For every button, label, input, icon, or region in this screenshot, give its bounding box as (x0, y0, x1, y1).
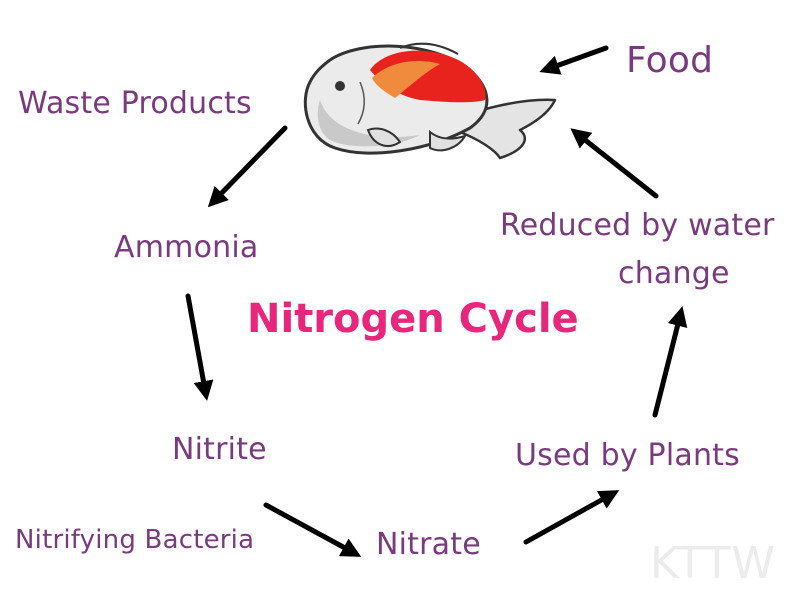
arrow-plants-to-reduced (652, 306, 688, 418)
used-by-plants-label: Used by Plants (515, 438, 740, 473)
watermark: KTTW (650, 538, 776, 589)
food-label: Food (626, 40, 714, 81)
arrow-nitrite-to-nitrate (263, 502, 362, 557)
ammonia-label: Ammonia (114, 230, 259, 265)
waste-products-label: Waste Products (18, 86, 252, 121)
arrow-ammonia-to-nitrite (185, 293, 214, 401)
nitrite-label: Nitrite (172, 432, 267, 467)
arrow-nitrate-to-plants (523, 490, 620, 545)
nitrate-label: Nitrate (376, 527, 481, 562)
diagram-title: Nitrogen Cycle (247, 296, 579, 342)
arrow-food-to-fish (539, 45, 609, 75)
nitrifying-bacteria-label: Nitrifying Bacteria (15, 525, 255, 555)
arrow-waste-to-ammonia (207, 125, 288, 208)
koi-fish-icon (303, 42, 557, 160)
arrow-reduced-to-fish (570, 128, 659, 199)
water-change-label: change (618, 256, 730, 291)
reduced-by-water-label: Reduced by water (500, 208, 775, 243)
